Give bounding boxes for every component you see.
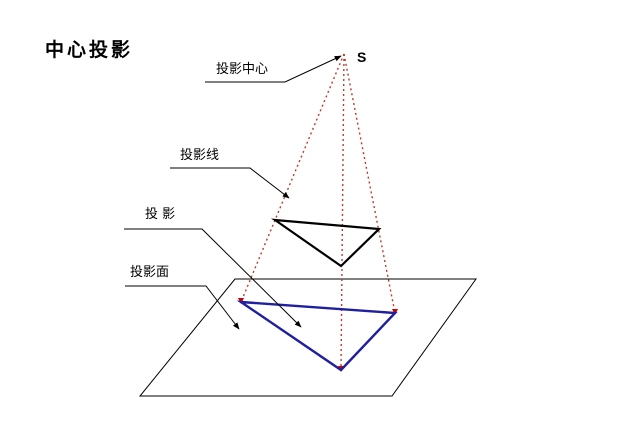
- projection-line-label: 投影线: [180, 147, 219, 163]
- projection-plane: [138, 278, 477, 397]
- projection-plane-leader: [125, 285, 240, 330]
- center-point-label: S: [357, 49, 366, 65]
- projection-center-label: 投影中心: [216, 61, 268, 77]
- projection-center-leader: [205, 55, 342, 83]
- projection-ray-right: [343, 53, 396, 314]
- projection-rays: [240, 53, 396, 371]
- diagram-title: 中心投影: [45, 38, 133, 61]
- projected-triangle: [236, 300, 398, 372]
- projection-label: 投 影: [145, 206, 175, 222]
- projection-ray-left: [240, 53, 345, 303]
- projection-leader: [124, 228, 302, 328]
- object-triangle: [270, 218, 382, 268]
- projection-ray-middle: [340, 53, 345, 371]
- projection-plane-label: 投影面: [130, 264, 169, 280]
- projection-line-leader: [170, 167, 290, 199]
